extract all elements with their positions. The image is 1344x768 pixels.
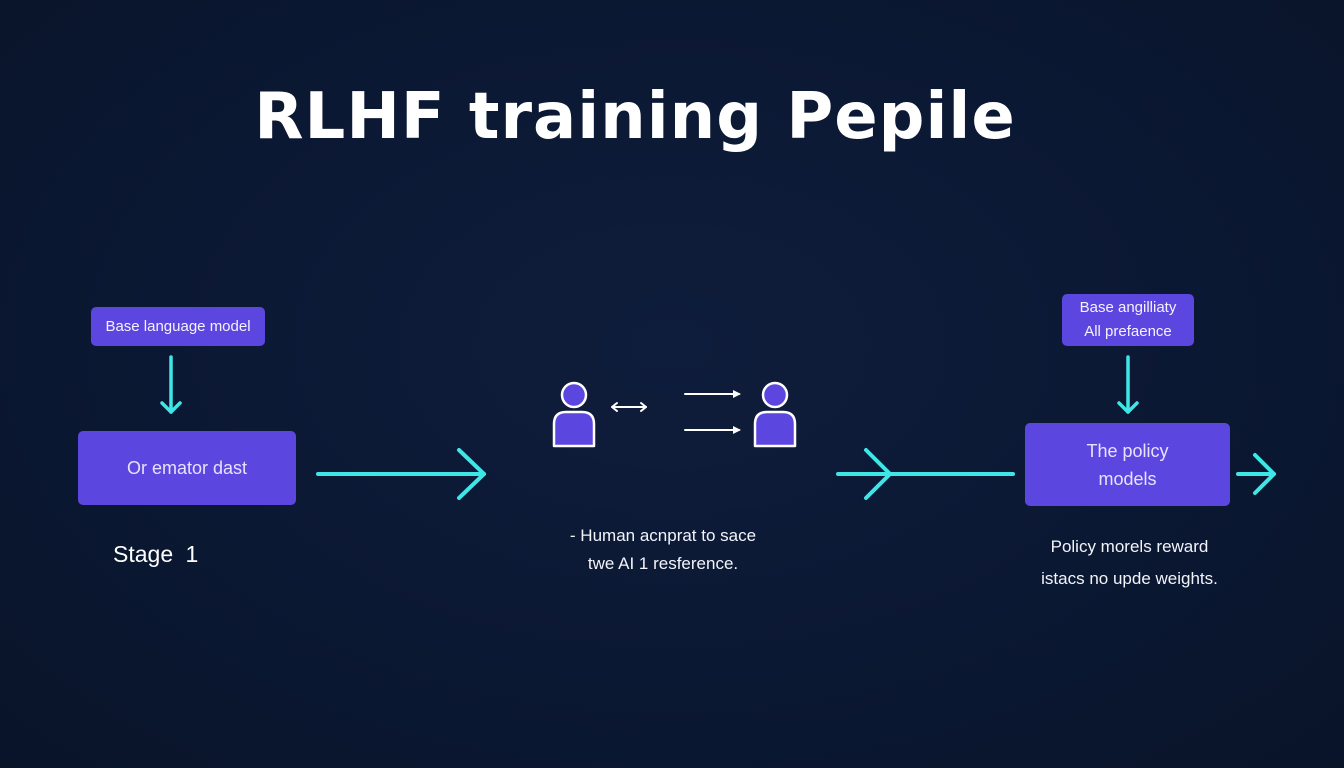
- arrow-right-icon: [316, 448, 486, 500]
- caption-line: istacs no upde weights.: [1041, 569, 1218, 588]
- policy-model-box: The policy models: [1025, 423, 1230, 506]
- policy-update-caption: Policy morels reward istacs no upde weig…: [1012, 531, 1247, 595]
- base-language-model-tag: Base language model: [91, 307, 265, 346]
- down-arrow-icon: [1117, 355, 1139, 414]
- base-preference-tag: Base angilliaty All prefaence: [1062, 294, 1194, 346]
- arrow-right-icon: [1236, 453, 1276, 495]
- arrow-right-icon: [836, 448, 1015, 500]
- double-arrow-icon: [611, 402, 647, 412]
- tag-line: All prefaence: [1084, 323, 1172, 340]
- caption-line: twe AI 1 resference.: [587, 554, 739, 573]
- box-line: models: [1098, 468, 1157, 489]
- generator-dataset-box: Or emator dast: [78, 431, 296, 505]
- tag-line: Base angilliaty: [1079, 299, 1177, 316]
- down-arrow-icon: [160, 355, 182, 414]
- caption-line: Policy morels reward: [1050, 537, 1209, 556]
- stage-1-label: Stage 1: [113, 541, 199, 567]
- diagram-title: RLHF training Pepile: [254, 80, 1016, 154]
- human-preference-caption: - Human acnprat to sace twe AI 1 resfere…: [548, 522, 778, 578]
- person-icon: [552, 381, 596, 448]
- person-icon: [753, 381, 797, 448]
- box-line: The policy: [1086, 440, 1169, 461]
- caption-line: - Human acnprat to sace: [569, 526, 757, 545]
